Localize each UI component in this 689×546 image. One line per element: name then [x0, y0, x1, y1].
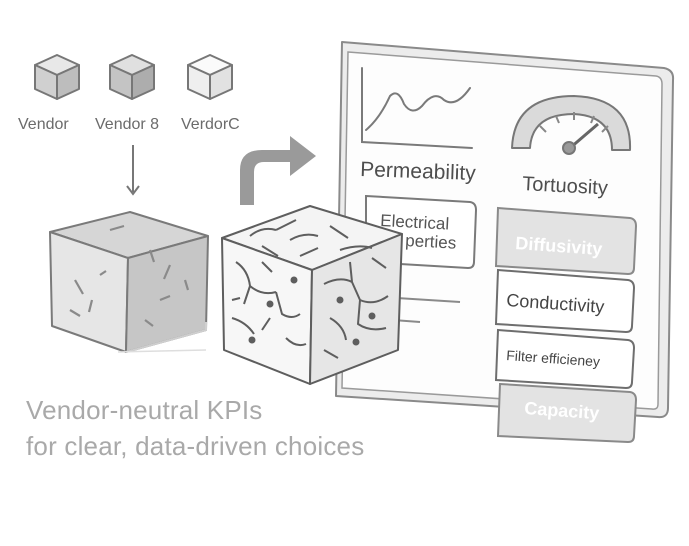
kpi-filter-box: [494, 328, 636, 390]
kpi-conductivity-box: [494, 268, 636, 334]
vendor-cube-icon: [109, 54, 155, 100]
tortuosity-label: Tortuosity: [522, 173, 609, 199]
microstructure-cube-icon: [221, 205, 403, 385]
kpi-capacity-box: [496, 382, 638, 444]
permeability-label: Permeability: [360, 158, 477, 185]
raw-material-cube-icon: [49, 211, 209, 353]
electrical-card-line2: perties: [405, 231, 457, 253]
vendor-cube-icon: [187, 54, 233, 100]
vendor-label-c: VerdorC: [181, 116, 240, 133]
kpi-filter-label: Filter efficieney: [506, 347, 601, 370]
vendor-label-b: Vendor 8: [95, 116, 160, 133]
gauge-icon: [511, 95, 632, 155]
down-arrow-icon: [126, 145, 140, 196]
curved-arrow-icon: [240, 136, 316, 205]
tagline-line1: Vendor-neutral KPIs: [26, 395, 263, 425]
vendor-label-a: Vendor: [18, 116, 69, 133]
kpi-diffusivity-box: [494, 206, 638, 276]
electrical-card-line1: Electrical: [380, 211, 450, 234]
line-chart-icon: [361, 67, 473, 149]
vendor-cube-icon: [34, 54, 80, 100]
tagline-line2: for clear, data-driven choices: [26, 431, 365, 461]
